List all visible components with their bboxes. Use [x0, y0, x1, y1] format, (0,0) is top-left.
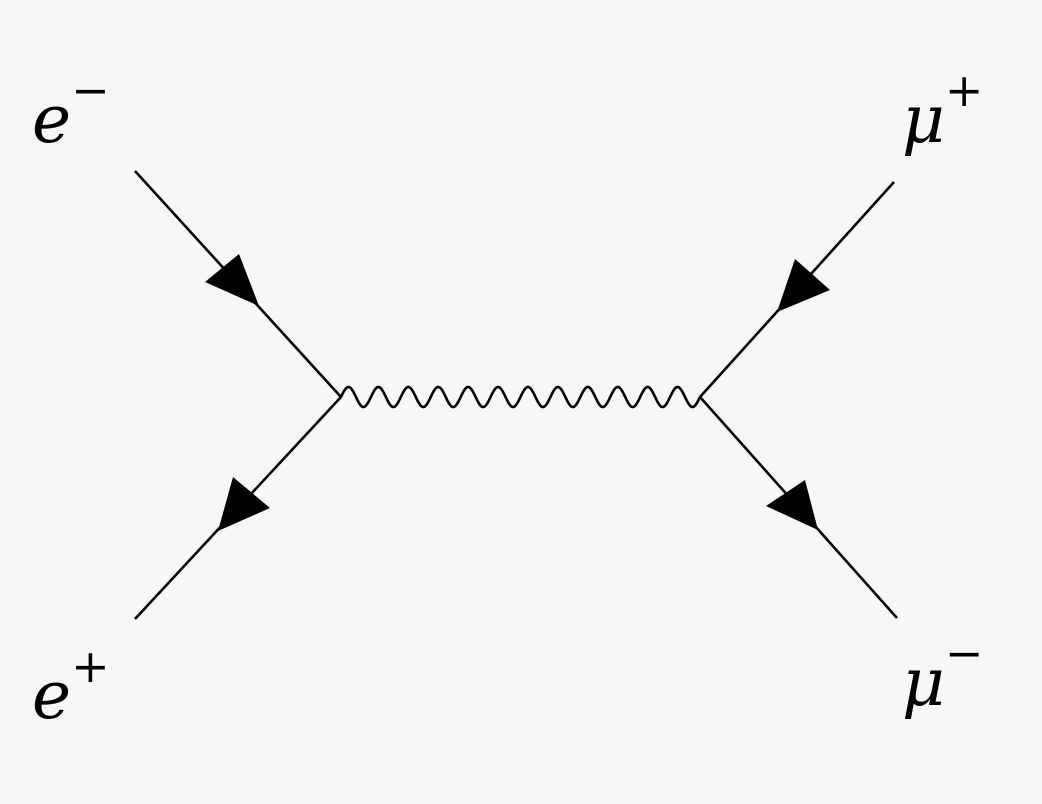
- label-antimuon-out: μ+: [902, 63, 983, 158]
- muon-arrow-icon: [766, 480, 818, 530]
- photon-propagator: [339, 385, 702, 409]
- label-positron-in: e+: [32, 639, 110, 734]
- antimuon-arrow-icon: [777, 259, 830, 312]
- electron-arrow-icon: [205, 254, 259, 306]
- positron-arrow-icon: [218, 477, 270, 531]
- label-muon-out: μ−: [902, 626, 983, 721]
- label-electron-in: e−: [32, 63, 110, 158]
